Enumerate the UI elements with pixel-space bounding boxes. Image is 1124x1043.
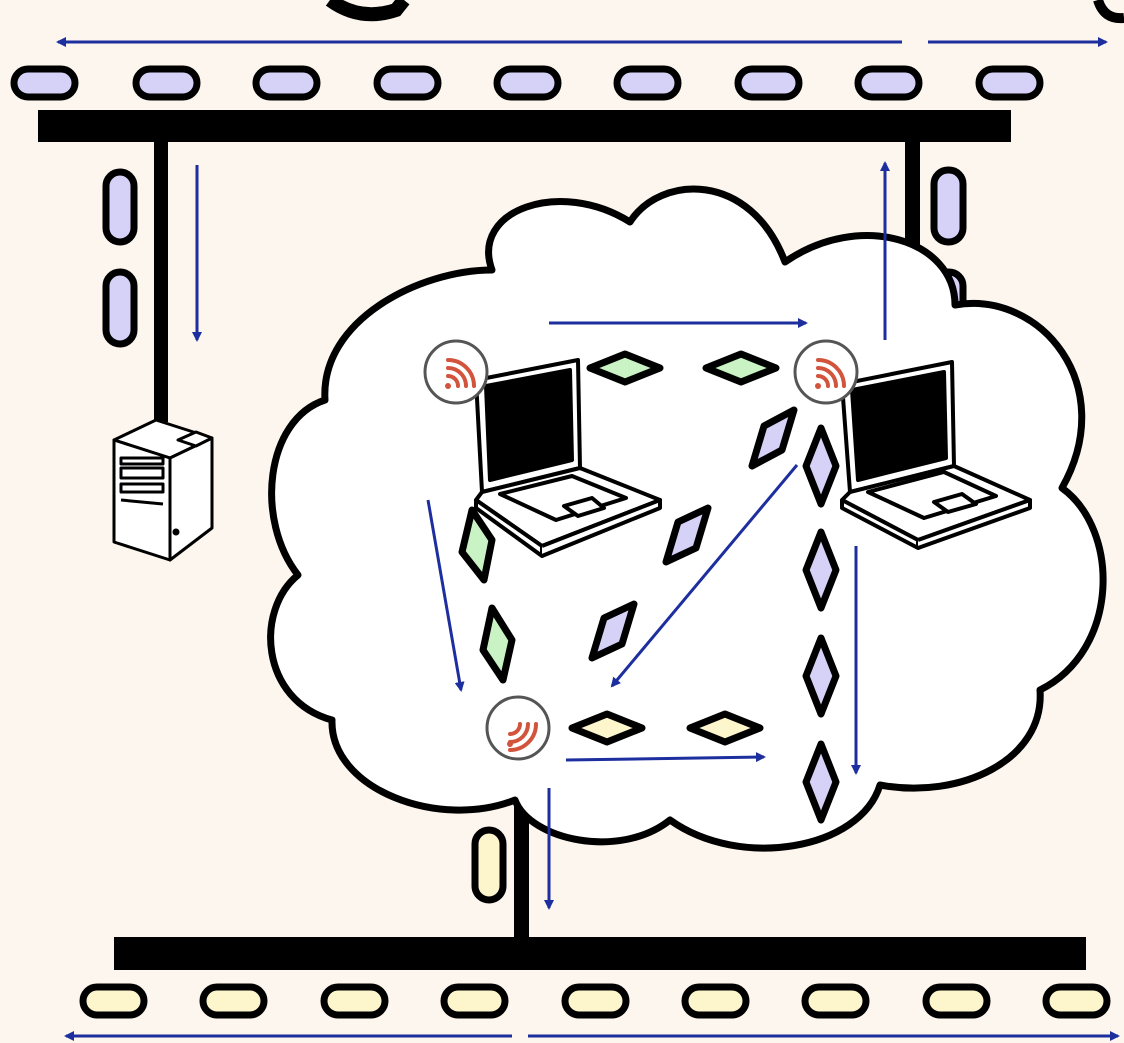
packet: [922, 983, 991, 1019]
arrow: [565, 752, 766, 763]
traffic-arrows: [56, 37, 1120, 1041]
packet: [79, 983, 148, 1019]
wireless-packets: [458, 350, 840, 824]
packet: [588, 600, 638, 662]
packet: [102, 268, 138, 348]
packet: [252, 65, 321, 101]
packet: [479, 604, 516, 684]
wireless-node-left-laptop: [423, 339, 489, 405]
server-wire-packets: [102, 168, 138, 348]
packet: [802, 424, 840, 508]
bottom-ethernet-bus: [114, 937, 1086, 970]
packet: [686, 710, 764, 746]
packet: [561, 983, 630, 1019]
packet: [586, 350, 664, 386]
packet: [568, 710, 646, 746]
packet: [199, 983, 268, 1019]
packet: [681, 983, 750, 1019]
packet: [930, 166, 967, 246]
packet: [975, 65, 1044, 101]
packet: [801, 983, 870, 1019]
packet: [802, 634, 840, 718]
packet: [702, 350, 780, 386]
laptop-left: [474, 358, 662, 558]
title-fragment-right: [1093, 0, 1124, 24]
packet: [748, 406, 798, 470]
arrow: [426, 499, 465, 692]
packet: [10, 65, 79, 101]
arrow: [610, 464, 799, 688]
packet: [1042, 983, 1111, 1019]
wireless-node-bottom-gateway: [485, 695, 551, 761]
gateway-wire-packet: [471, 826, 507, 904]
packet: [662, 504, 712, 566]
packet: [854, 65, 923, 101]
packet: [493, 65, 562, 101]
packet: [132, 65, 201, 101]
packet: [613, 65, 682, 101]
top-ethernet-bus: [38, 110, 1011, 142]
bottom-bus-packets: [79, 983, 1111, 1019]
wireless-node-right-laptop: [793, 339, 859, 405]
packet: [802, 740, 840, 824]
laptop-right: [840, 360, 1032, 550]
desktop-server-icon: [112, 418, 214, 562]
packet: [802, 528, 840, 612]
wifi-icon: [507, 722, 538, 752]
title-fragment-left: [325, 0, 410, 22]
packet: [734, 65, 803, 101]
wifi-icon: [815, 358, 846, 389]
wifi-icon: [445, 358, 476, 389]
packet: [320, 983, 389, 1019]
top-bus-packets: [10, 65, 1044, 101]
packet: [373, 65, 442, 101]
packet: [102, 168, 138, 246]
packet: [458, 506, 496, 584]
server-link-wire: [154, 140, 168, 422]
packet: [440, 983, 509, 1019]
